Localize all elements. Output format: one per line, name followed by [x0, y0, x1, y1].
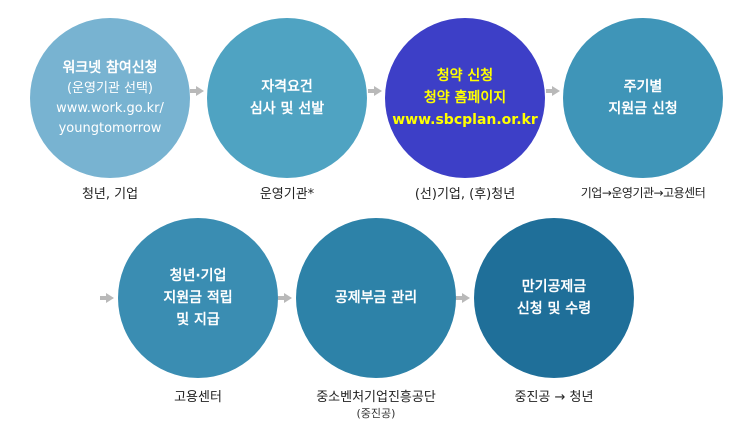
- step-1-worknet-application: 워크넷 참여신청 (운영기관 선택) www.work.go.kr/ young…: [30, 18, 190, 178]
- step-2-line-2: 심사 및 선발: [249, 101, 325, 117]
- step-5-subsidy-accumulation: 청년·기업 지원금 적립 및 지급: [118, 218, 278, 378]
- step-2-caption: 운영기관*: [259, 187, 315, 202]
- step-3-line-1: 청약 신청: [436, 68, 494, 84]
- step-6-line-1: 공제부금 관리: [334, 290, 418, 306]
- step-4-caption: 기업→운영기관→고용센터: [580, 186, 706, 200]
- step-5-line-3: 및 지급: [176, 312, 220, 328]
- step-1-url-part1: www.work.go.kr/: [56, 101, 164, 116]
- step-7-maturity-payment: 만기공제금 신청 및 수령: [474, 218, 634, 378]
- arrow-1-to-2: [190, 86, 204, 96]
- step-2-line-1: 자격요건: [261, 79, 313, 95]
- step-6-subcaption: (중진공): [356, 407, 396, 420]
- step-3-url: www.sbcplan.or.kr: [392, 112, 538, 128]
- arrow-5-to-6: [278, 293, 292, 303]
- step-4-line-1: 주기별: [623, 79, 663, 95]
- step-6-caption: 중소벤처기업진흥공단: [316, 390, 436, 405]
- step-1-subtitle: (운영기관 선택): [66, 81, 154, 96]
- step-5-line-2: 지원금 적립: [163, 290, 233, 306]
- step-4-periodic-application: 주기별 지원금 신청: [563, 18, 723, 178]
- step-3-line-2: 청약 홈페이지: [423, 90, 507, 106]
- arrow-row2-lead: [100, 293, 114, 303]
- step-7-line-2: 신청 및 수령: [516, 301, 592, 317]
- arrow-3-to-4: [546, 86, 560, 96]
- step-2-screening: 자격요건 심사 및 선발: [207, 18, 367, 178]
- step-6-deduction-management: 공제부금 관리: [296, 218, 456, 378]
- arrow-2-to-3: [368, 86, 382, 96]
- step-1-caption: 청년, 기업: [81, 187, 139, 202]
- step-1-title: 워크넷 참여신청: [62, 60, 158, 76]
- step-5-line-1: 청년·기업: [169, 268, 227, 284]
- step-7-caption: 중진공 → 청년: [514, 390, 594, 405]
- step-7-line-1: 만기공제금: [521, 279, 587, 295]
- step-5-caption: 고용센터: [174, 390, 222, 405]
- step-4-line-2: 지원금 신청: [608, 101, 678, 117]
- arrow-6-to-7: [456, 293, 470, 303]
- step-3-caption: (선)기업, (후)청년: [414, 187, 516, 202]
- step-3-subscription: 청약 신청 청약 홈페이지 www.sbcplan.or.kr: [385, 18, 545, 178]
- step-1-url-part2: youngtomorrow: [58, 121, 162, 136]
